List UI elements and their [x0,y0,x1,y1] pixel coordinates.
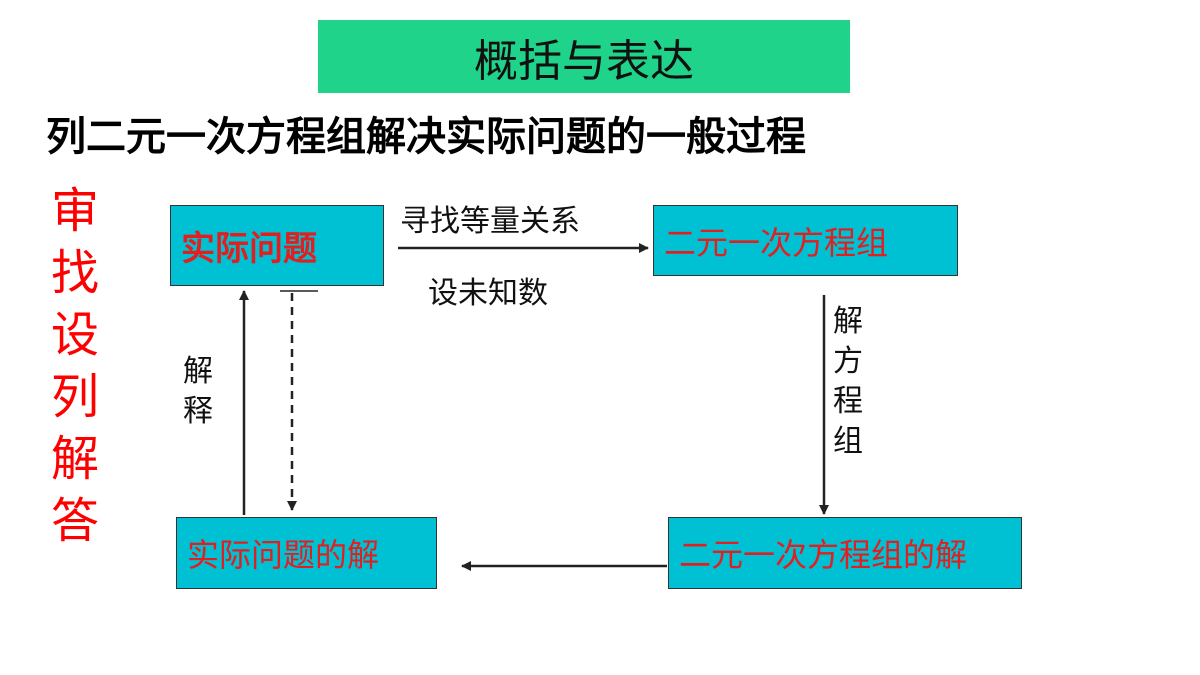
label-char: 组 [833,424,863,459]
title-banner: 概括与表达 [318,20,850,93]
box-label: 实际问题的解 [187,536,380,574]
page-subtitle: 列二元一次方程组解决实际问题的一般过程 [46,113,806,160]
box-linear-system: 二元一次方程组 [653,205,958,276]
label-find-equal-relation: 寻找等量关系 [400,204,580,239]
banner-title: 概括与表达 [474,35,694,87]
box-system-solution: 二元一次方程组的解 [668,517,1022,589]
label-char: 解 [833,304,863,339]
step-item: 审 [50,183,99,239]
label-char: 释 [183,394,213,429]
label-solve-system: 解 方 程 组 [830,302,866,462]
step-item: 解 [50,431,99,487]
box-actual-problem: 实际问题 [170,205,384,286]
box-label: 二元一次方程组的解 [679,536,968,574]
label-set-unknowns: 设未知数 [428,276,548,311]
box-label: 二元一次方程组 [664,223,889,262]
steps-column: 审 找 设 列 解 答 [44,180,106,552]
step-item: 找 [50,245,99,301]
step-item: 列 [50,369,99,425]
box-problem-solution: 实际问题的解 [176,517,437,589]
label-char: 解 [183,354,213,389]
label-char: 方 [833,344,863,379]
step-item: 设 [50,307,99,363]
box-label: 实际问题 [181,229,317,269]
label-explain: 解 释 [180,352,216,432]
label-char: 程 [833,384,863,419]
step-item: 答 [50,493,99,549]
